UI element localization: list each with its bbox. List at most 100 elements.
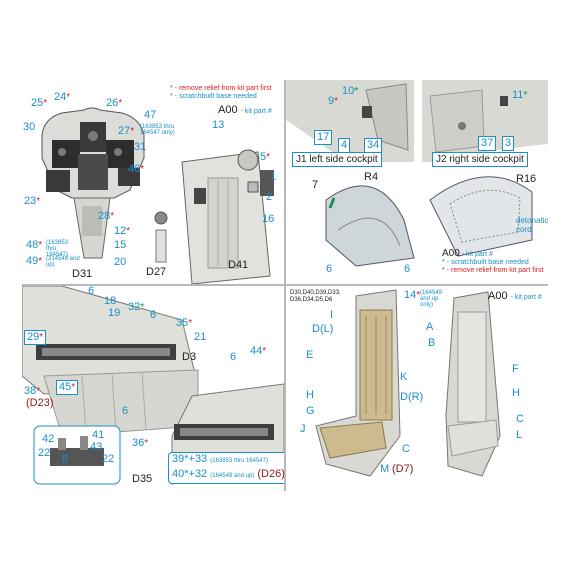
callout-16: 16: [262, 213, 275, 225]
callout-d27: D27: [146, 266, 167, 278]
callout-d7: (D7): [392, 463, 414, 475]
callout-14: 14*: [404, 289, 421, 302]
callout-dl: D(L): [312, 323, 334, 335]
callout-j: J: [300, 423, 306, 435]
callout-28: 28*: [98, 210, 115, 223]
callout-24: 24*: [54, 91, 71, 104]
callout-9: 9*: [328, 95, 339, 108]
callout-c-right: C: [516, 413, 524, 425]
callout-i: I: [330, 309, 334, 321]
kit-code-br: A00 - kit part #: [488, 290, 542, 302]
callout-37: 37: [478, 136, 497, 151]
instrument-panel-drawing: [41, 107, 274, 284]
callout-1: 1: [270, 171, 277, 183]
version-box: 39*+33 (163853 thru 164547) 40*+32 (1645…: [168, 452, 284, 484]
callout-d31: D31: [72, 268, 93, 280]
callout-46: 46*: [128, 163, 145, 176]
inset-43: 43: [90, 441, 103, 453]
note-14: (164549 and up only): [420, 290, 443, 308]
callout-6-b: 6: [150, 309, 157, 321]
callout-d3: D3: [182, 351, 197, 363]
callout-h-right: H: [512, 387, 520, 399]
inset-8: 8: [62, 453, 69, 465]
instruction-sheet: * - remove relief from kit part first * …: [22, 80, 548, 491]
ejection-seat-drawing: [315, 289, 501, 477]
inset-22-a: 22: [38, 447, 51, 459]
callout-38: 38*: [24, 385, 41, 398]
inset-41: 41: [92, 429, 105, 441]
callout-a: A: [426, 321, 434, 333]
note-49: (314549 and up): [46, 256, 80, 268]
callout-f: F: [512, 363, 519, 375]
legend-remove-text: - remove relief from kit part first: [174, 85, 272, 92]
callout-e: E: [306, 349, 314, 361]
legend-top-left: * - remove relief from kit part first * …: [170, 85, 272, 100]
callout-15: 15: [114, 239, 127, 251]
callout-44: 44*: [250, 345, 267, 358]
callout-4: 4: [338, 138, 351, 153]
callout-35: 35*: [176, 317, 193, 330]
callout-45: 45*: [56, 380, 79, 395]
panel-side-cockpit: 10* 9* 17 4 34 11* 37 3 J1 left side coc…: [286, 80, 548, 284]
panel-instrument-panel: * - remove relief from kit part first * …: [22, 80, 284, 284]
caption-j1: J1 left side cockpit: [292, 152, 382, 167]
kit-code: A00 - kit part #: [218, 104, 272, 116]
callout-18: 18: [104, 295, 117, 307]
callout-21: 21: [194, 331, 207, 343]
callout-r4: R4: [364, 171, 379, 183]
callout-23: 23*: [24, 195, 41, 208]
version-line1: 39*+33: [172, 453, 208, 465]
callout-dr: D(R): [400, 391, 424, 403]
header-parts: D30,D40,D39,D33, D36,D34,D5,D6: [290, 290, 341, 303]
callout-6a: 6: [326, 263, 333, 275]
callout-6-d: 6: [122, 405, 129, 417]
callout-32: 32*: [128, 301, 145, 314]
callout-g: G: [306, 405, 315, 417]
detonation-cord-label: detonation cord: [516, 216, 548, 234]
version-line2: 40*+32: [172, 468, 208, 480]
callout-19: 19: [108, 307, 121, 319]
callout-29: 29*: [24, 330, 47, 345]
callout-27: 27*: [118, 125, 135, 138]
callout-r16: R16: [516, 173, 537, 185]
callout-h: H: [306, 389, 314, 401]
side-cockpit-drawing: [286, 80, 548, 267]
callout-6-a: 6: [88, 286, 95, 297]
panel-side-consoles: 6 18 19 32* 6 35* 29* 21 D3 6 44* 38* (D…: [22, 286, 284, 491]
callout-13: 13: [212, 119, 225, 131]
caption-j2: J2 right side cockpit: [432, 152, 528, 167]
side-consoles-drawing: [22, 286, 284, 485]
callout-25: 25*: [31, 97, 48, 110]
inset-42: 42: [42, 433, 55, 445]
callout-6-c: 6: [230, 351, 237, 363]
callout-20: 20: [114, 256, 127, 268]
note-47: (163853 thru 164547 only): [140, 124, 175, 136]
callout-c-left: C: [402, 443, 410, 455]
callout-7: 7: [312, 179, 319, 191]
callout-31: 31: [134, 141, 147, 153]
panel-ejection-seat: D30,D40,D39,D33, D36,D34,D5,D6 14* (1645…: [286, 286, 548, 491]
callout-k: K: [400, 371, 408, 383]
callout-m: M: [380, 463, 390, 475]
callout-30: 30: [23, 121, 36, 133]
note-48: (163853 thru 164547): [46, 240, 69, 258]
legend-top-right: A00 - kit part # * - scratchbuilt base n…: [442, 248, 544, 275]
callout-d35: D35: [132, 473, 153, 485]
callout-d41: D41: [228, 259, 249, 271]
callout-49: 49*: [26, 255, 43, 268]
callout-2: 2: [266, 191, 273, 203]
callout-b: B: [428, 337, 436, 349]
callout-36: 36*: [132, 437, 149, 450]
callout-34: 34: [364, 138, 383, 153]
callout-17: 17: [314, 130, 333, 145]
callout-3: 3: [502, 136, 515, 151]
callout-48: 48*: [26, 239, 43, 252]
callout-12: 12*: [114, 225, 131, 238]
inset-22-b: 22: [102, 453, 115, 465]
callout-6b: 6: [404, 263, 411, 275]
callout-d23: (D23): [26, 397, 54, 409]
callout-47: 47: [144, 109, 157, 121]
callout-l: L: [516, 429, 523, 441]
callout-5: 5*: [260, 151, 271, 164]
callout-11: 11*: [512, 89, 528, 102]
